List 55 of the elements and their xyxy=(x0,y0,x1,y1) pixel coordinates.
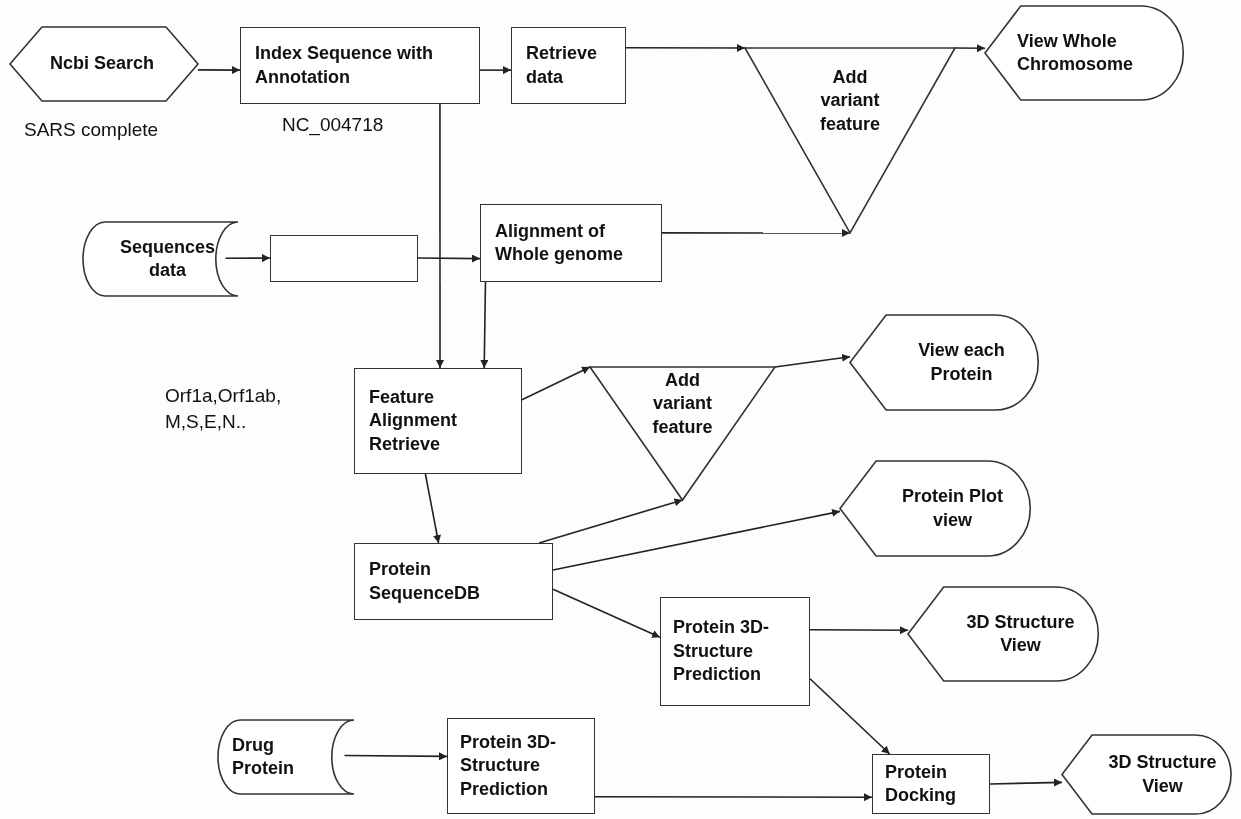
node-label: View Whole Chromosome xyxy=(1017,29,1134,76)
arrow xyxy=(436,103,444,369)
process-box xyxy=(447,718,595,814)
node-label: View each Protein xyxy=(917,339,1006,386)
node-label: Drug Protein xyxy=(232,733,295,780)
arrow xyxy=(809,677,891,755)
process-box xyxy=(872,754,990,814)
node-label: Add variant feature xyxy=(651,369,714,439)
arrow xyxy=(343,752,448,761)
arrow xyxy=(954,44,986,53)
node-label: Feature Alignment Retrieve xyxy=(369,385,458,456)
process-box xyxy=(660,597,810,706)
node-label: Index Sequence with Annotation xyxy=(255,42,435,89)
process-box xyxy=(354,543,553,620)
node-label: Retrieve data xyxy=(526,42,599,89)
node-label: Protein 3D-Structure Prediction xyxy=(673,616,770,687)
process-box xyxy=(270,235,418,282)
node-label: Sequences data xyxy=(118,235,216,282)
node-label: Alignment of Whole genome xyxy=(495,219,624,266)
arrow xyxy=(538,498,684,544)
node-label: 3D Structure View xyxy=(1107,751,1218,798)
arrow xyxy=(521,366,591,401)
arrow xyxy=(417,254,481,263)
node-label: Add variant feature xyxy=(819,66,881,136)
hexagon-shape xyxy=(10,27,198,101)
node-caption: Orf1a,Orf1ab, M,S,E,N.. xyxy=(165,384,283,434)
arrow xyxy=(480,281,489,369)
arrow xyxy=(552,588,661,639)
stored-data-shape xyxy=(218,720,354,794)
node-caption: SARS complete xyxy=(24,118,160,142)
arrow xyxy=(625,44,746,52)
process-box xyxy=(354,368,522,474)
triangle-shape xyxy=(745,48,955,233)
process-box xyxy=(511,27,626,104)
triangle-shape xyxy=(590,367,775,500)
arrow xyxy=(197,66,241,75)
arrow xyxy=(552,509,841,571)
arrow xyxy=(774,353,851,368)
node-label: Protein 3D-Structure Prediction xyxy=(460,730,557,801)
node-label: Protein Plot view xyxy=(901,485,1004,532)
arrow xyxy=(989,778,1063,787)
arrow xyxy=(661,229,851,237)
arrow xyxy=(479,66,512,75)
arrow xyxy=(224,254,271,263)
node-label: 3D Structure View xyxy=(965,610,1076,657)
process-box xyxy=(480,204,662,282)
arrow xyxy=(809,626,909,635)
stored-data-shape xyxy=(83,222,238,296)
node-label: Ncbi Search xyxy=(50,52,155,76)
arrow xyxy=(424,473,441,544)
node-label: Protein SequenceDB xyxy=(369,558,482,605)
node-label: Protein Docking xyxy=(885,760,957,807)
display-shape xyxy=(1062,735,1235,814)
process-box xyxy=(240,27,480,104)
arrow xyxy=(594,793,873,802)
